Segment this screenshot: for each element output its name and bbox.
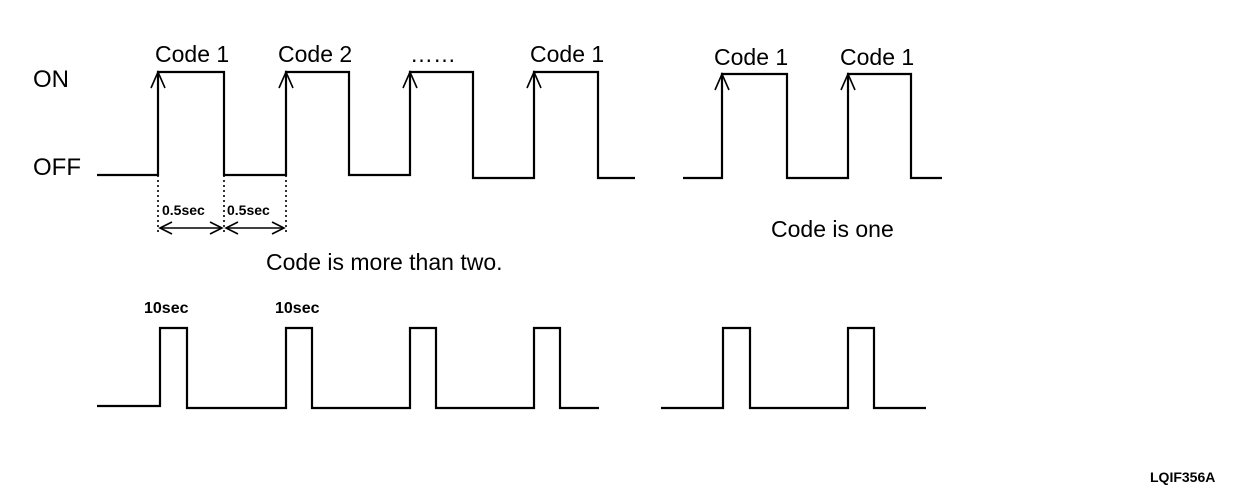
interval-arrow-head [271, 221, 286, 235]
pulse-label-code-1-single: Code 1 [714, 44, 788, 70]
pulse-label-ellipsis: …… [410, 41, 456, 67]
caption-more-than-two: Code is more than two. [266, 249, 503, 275]
interval-arrow-head [224, 221, 239, 235]
pulse-label-10sec-2: 10sec [275, 300, 320, 317]
top-right-waveform: Code 1 Code 1 Code is one [683, 44, 942, 242]
top-left-signal-line [97, 70, 635, 180]
bottom-right-signal-line [661, 326, 926, 410]
caption-code-is-one: Code is one [771, 216, 894, 242]
figure-id: LQIF356A [1150, 469, 1215, 485]
interval-label-2: 0.5sec [227, 202, 270, 218]
off-label: OFF [33, 154, 81, 181]
rising-edge-arrow [840, 72, 856, 91]
rising-edge-arrow [526, 70, 542, 89]
top-right-signal-line [683, 72, 942, 180]
pulse-label-code-1-repeat: Code 1 [840, 44, 914, 70]
interval-arrow-head [209, 221, 224, 235]
rising-edge-arrow [150, 70, 166, 89]
rising-edge-arrow [714, 72, 730, 91]
pulse-label-code-1-last: Code 1 [530, 41, 604, 67]
interval-arrow-head [158, 221, 173, 235]
bottom-left-signal-line [97, 326, 599, 410]
pulse-label-code-1: Code 1 [155, 41, 229, 67]
on-label: ON [33, 66, 69, 93]
pulse-label-10sec-1: 10sec [144, 300, 189, 317]
pulse-label-code-2: Code 2 [278, 41, 352, 67]
top-left-waveform: Code 1 Code 2 …… Code 1 0.5sec 0.5sec Co… [97, 41, 635, 275]
interval-label-1: 0.5sec [162, 202, 205, 218]
rising-edge-arrow [402, 70, 418, 89]
bottom-waveform: 10sec 10sec [97, 300, 926, 410]
rising-edge-arrow [278, 70, 294, 89]
